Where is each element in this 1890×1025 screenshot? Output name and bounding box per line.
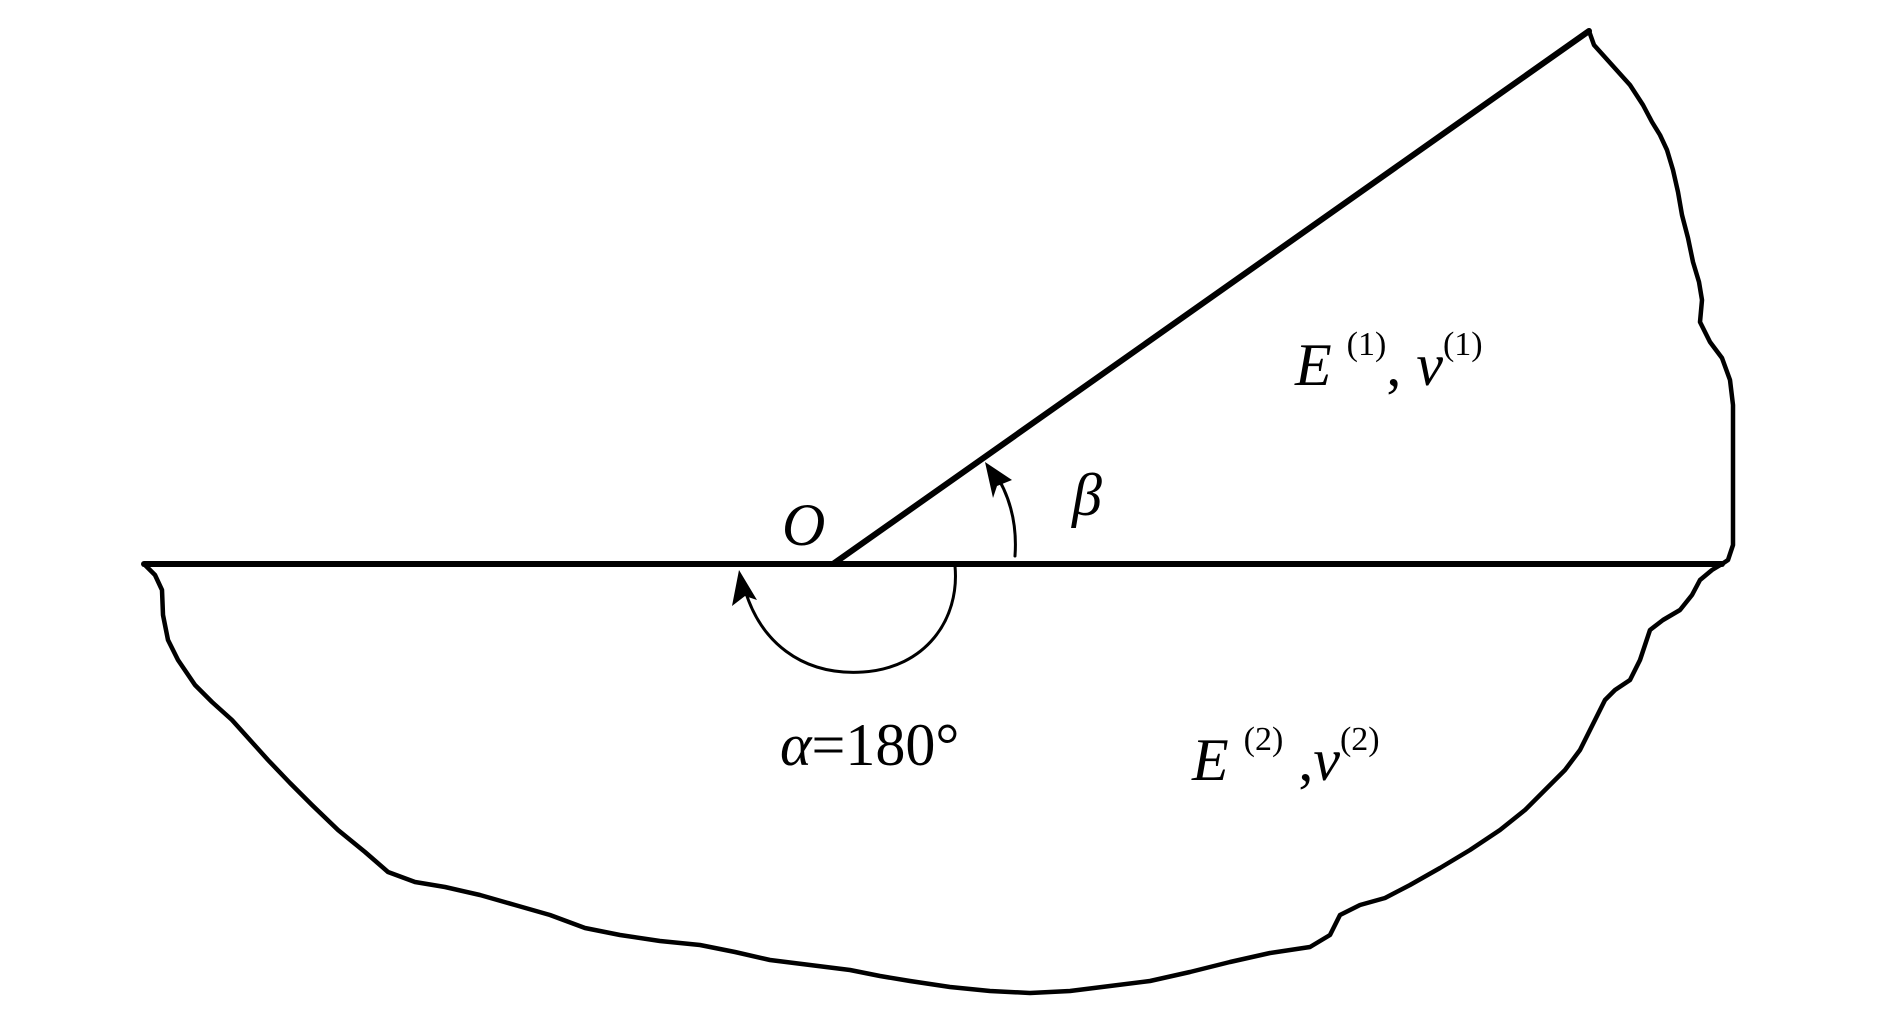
alpha-angle-arc [743, 564, 957, 674]
beta-label: β [1072, 462, 1102, 528]
alpha-arrowhead [732, 570, 757, 606]
material2-properties-label: E (2) ,ν(2) [1192, 723, 1380, 793]
alpha-label: α=180° [780, 715, 959, 775]
material1-poisson-superscript: (1) [1442, 326, 1483, 363]
wedge-inclined-edge [830, 28, 1592, 567]
material2-modulus: E [1192, 727, 1229, 793]
material1-modulus-superscript: (1) [1346, 326, 1387, 363]
material1-poisson: ν [1416, 332, 1443, 398]
material2-poisson: ν [1313, 727, 1340, 793]
material2-rough-boundary [141, 561, 1725, 996]
beta-arrowhead [985, 462, 1012, 498]
material1-rough-boundary [1586, 28, 1736, 567]
origin-label: O [782, 492, 826, 558]
material2-separator: , [1298, 727, 1314, 793]
material1-separator: , [1386, 332, 1402, 398]
alpha-symbol: α [780, 712, 812, 778]
material2-poisson-superscript: (2) [1339, 721, 1380, 758]
material1-properties-label: E (1), ν(1) [1295, 328, 1483, 398]
material2-modulus-superscript: (2) [1243, 721, 1284, 758]
material1-modulus: E [1295, 332, 1332, 398]
alpha-value: =180° [811, 712, 960, 778]
